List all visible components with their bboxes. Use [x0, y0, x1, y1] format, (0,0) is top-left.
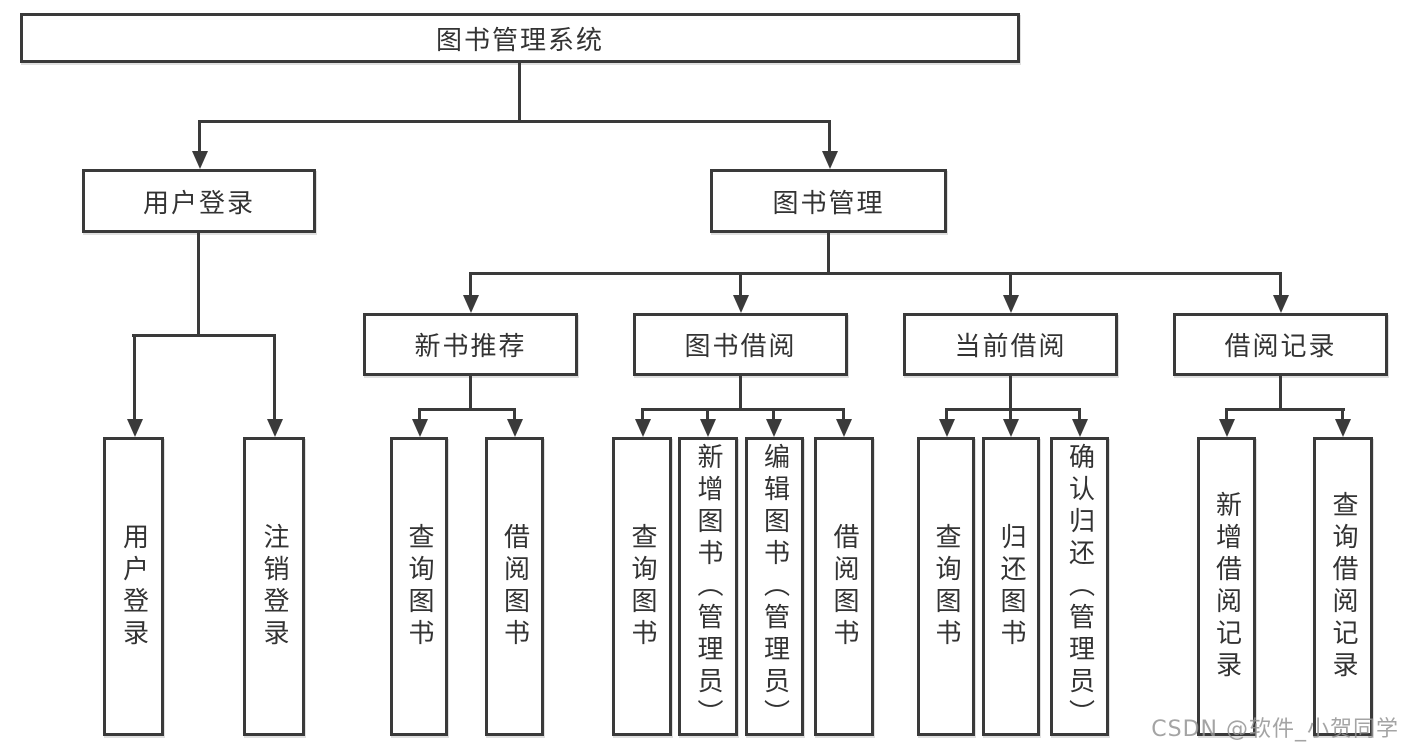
connector-book-mgmt-stem: [827, 233, 830, 274]
connector-user-login-stem: [197, 233, 200, 336]
leaf-user-login: 用户登录: [103, 437, 164, 736]
node-root: 图书管理系统: [20, 13, 1020, 63]
arrowhead-cb-leaf3: [1072, 419, 1088, 437]
leaf-borrow-books-2: 借阅图书: [814, 437, 874, 736]
connector-current-borrow-stem: [1009, 376, 1012, 410]
arrowhead-br-leaf2: [1335, 419, 1351, 437]
leaf-label: 查询图书: [404, 522, 434, 651]
arrowhead-bb-leaf2: [700, 419, 716, 437]
leaf-add-books-admin: 新增图书（管理员）: [678, 437, 738, 736]
leaf-query-books-1: 查询图书: [390, 437, 448, 736]
arrowhead-cb-leaf1: [939, 419, 955, 437]
leaf-borrow-books-1: 借阅图书: [485, 437, 544, 736]
leaf-label: 编辑图书（管理员）: [759, 442, 790, 731]
connector-current-borrow-rail: [945, 408, 1081, 411]
connector-ul-child2-drop: [273, 334, 276, 421]
connector-cb-leaf1-drop: [945, 408, 948, 422]
connector-bb-leaf3-drop: [772, 408, 775, 422]
connector-book-borrow-rail: [641, 408, 845, 411]
arrowhead-borrow-record: [1273, 295, 1289, 313]
leaf-query-borrow-record: 查询借阅记录: [1313, 437, 1373, 736]
leaf-logout: 注销登录: [243, 437, 305, 736]
connector-new-book-stem: [469, 376, 472, 410]
connector-bb-leaf1-drop: [641, 408, 644, 422]
leaf-label: 用户登录: [118, 522, 149, 651]
connector-current-borrow-drop: [1009, 272, 1012, 297]
arrowhead-cb-leaf2: [1003, 419, 1019, 437]
connector-user-login-rail: [132, 334, 276, 337]
leaf-query-books-2: 查询图书: [612, 437, 672, 736]
arrowhead-bb-leaf4: [836, 419, 852, 437]
arrowhead-book-mgmt: [822, 151, 838, 169]
connector-bb-leaf4-drop: [842, 408, 845, 422]
arrowhead-bb-leaf1: [635, 419, 651, 437]
connector-cb-leaf3-drop: [1078, 408, 1081, 422]
node-book-borrow: 图书借阅: [633, 313, 848, 376]
leaf-label: 借阅图书: [499, 522, 530, 651]
connector-root-stem: [518, 63, 521, 121]
leaf-label: 归还图书: [996, 522, 1026, 651]
connector-new-book-rail: [418, 408, 516, 411]
connector-bb-leaf2-drop: [706, 408, 709, 422]
node-current-borrow: 当前借阅: [903, 313, 1118, 376]
arrowhead-bb-leaf3: [766, 419, 782, 437]
connector-borrow-record-stem: [1279, 376, 1282, 410]
arrowhead-ul-child1: [127, 419, 143, 437]
node-new-book-recommend: 新书推荐: [363, 313, 578, 376]
connector-book-mgmt-drop: [828, 120, 831, 153]
leaf-label: 查询图书: [627, 522, 657, 651]
arrowhead-br-leaf1: [1219, 419, 1235, 437]
connector-br-leaf2-drop: [1341, 408, 1344, 422]
arrowhead-new-book: [463, 295, 479, 313]
connector-ul-child1-drop: [133, 334, 136, 421]
leaf-label: 注销登录: [259, 522, 289, 651]
connector-level2-rail: [198, 120, 831, 123]
leaf-label: 查询借阅记录: [1328, 490, 1358, 683]
connector-new-book-drop: [469, 272, 472, 297]
arrowhead-user-login: [192, 151, 208, 169]
leaf-return-books: 归还图书: [982, 437, 1040, 736]
connector-borrow-record-rail: [1225, 408, 1345, 411]
connector-br-leaf1-drop: [1225, 408, 1228, 422]
leaf-edit-books-admin: 编辑图书（管理员）: [745, 437, 804, 736]
connector-borrow-record-drop: [1279, 272, 1282, 297]
leaf-label: 新增图书（管理员）: [693, 442, 723, 731]
arrowhead-ul-child2: [267, 419, 283, 437]
connector-book-borrow-stem: [739, 376, 742, 410]
arrowhead-nb-leaf2: [507, 419, 523, 437]
node-borrow-records: 借阅记录: [1173, 313, 1388, 376]
arrowhead-book-borrow: [733, 295, 749, 313]
leaf-query-books-3: 查询图书: [917, 437, 975, 736]
leaf-add-borrow-record: 新增借阅记录: [1197, 437, 1256, 736]
connector-book-borrow-drop: [739, 272, 742, 297]
connector-nb-leaf1-drop: [418, 408, 421, 422]
arrowhead-nb-leaf1: [412, 419, 428, 437]
leaf-confirm-return-admin: 确认归还（管理员）: [1050, 437, 1109, 736]
node-book-management: 图书管理: [710, 169, 947, 233]
connector-cb-leaf2-drop: [1009, 408, 1012, 422]
node-user-login: 用户登录: [82, 169, 316, 233]
connector-nb-leaf2-drop: [513, 408, 516, 422]
watermark: CSDN @软件_小贺同学: [1151, 717, 1399, 742]
leaf-label: 借阅图书: [829, 522, 859, 651]
connector-user-login-drop: [198, 120, 201, 153]
connector-level3-rail: [469, 272, 1282, 275]
arrowhead-current-borrow: [1003, 295, 1019, 313]
leaf-label: 新增借阅记录: [1211, 490, 1242, 683]
leaf-label: 确认归还（管理员）: [1064, 442, 1095, 731]
leaf-label: 查询图书: [931, 522, 961, 651]
